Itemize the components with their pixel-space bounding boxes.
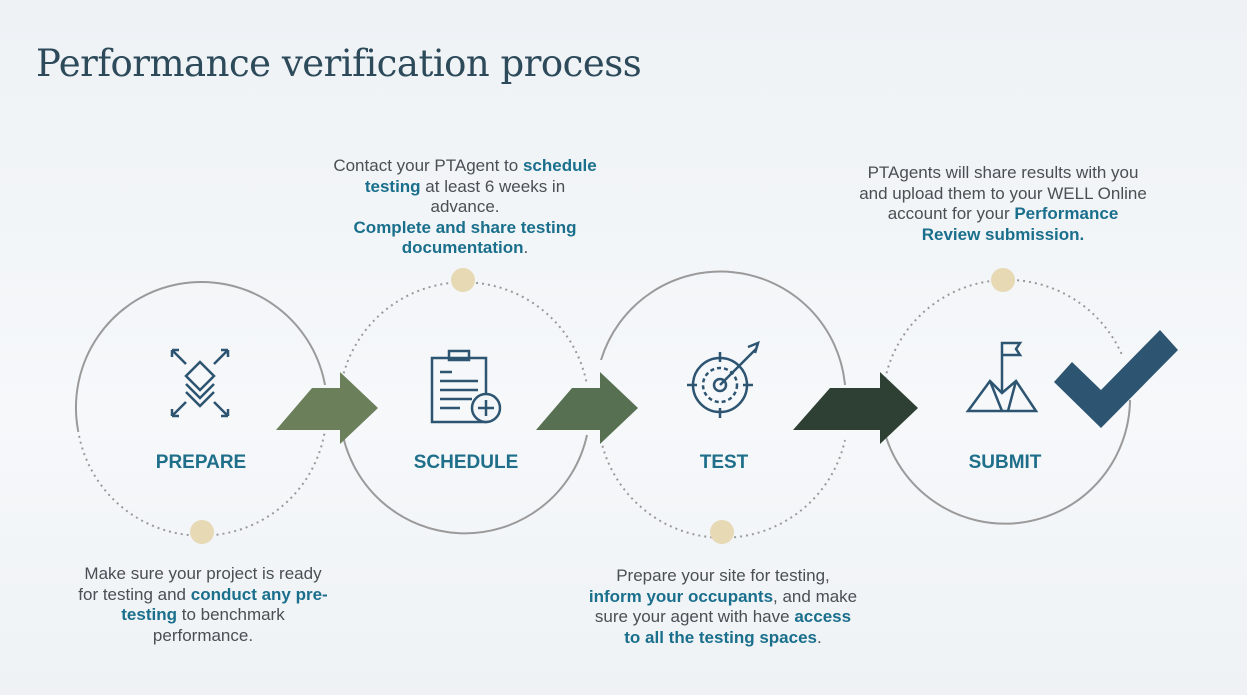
step-label-test: TEST [699,452,749,473]
circle-schedule-solid [340,424,588,535]
arrow-1 [276,372,378,444]
mountain-flag-icon [965,341,1039,413]
dot-test [710,520,734,544]
circle-prepare-solid [75,280,326,431]
dot-prepare [190,520,214,544]
checkmark-icon [1054,330,1178,428]
clipboard-add-icon [430,349,502,424]
circle-test-solid [600,270,846,386]
dot-schedule [451,268,475,292]
circle-schedule-dotted [340,281,588,386]
description-schedule: Contact your PTAgent to schedule testing… [333,156,597,257]
dot-submit [991,268,1015,292]
step-label-schedule: SCHEDULE [413,452,519,473]
expand-layers-icon [170,348,230,418]
step-label-prepare: PREPARE [155,452,247,473]
arrow-2 [536,372,638,444]
step-label-submit: SUBMIT [968,452,1042,473]
page-title: Performance verification process [36,42,642,85]
target-arrow-icon [687,340,760,418]
circle-submit-solid [883,399,1131,525]
description-prepare: Make sure your project is ready for test… [78,564,328,645]
description-submit: PTAgents will share results with you and… [859,163,1147,244]
description-test: Prepare your site for testing, inform yo… [588,566,858,647]
arrow-3 [793,372,918,444]
circle-prepare-dotted [77,429,326,537]
